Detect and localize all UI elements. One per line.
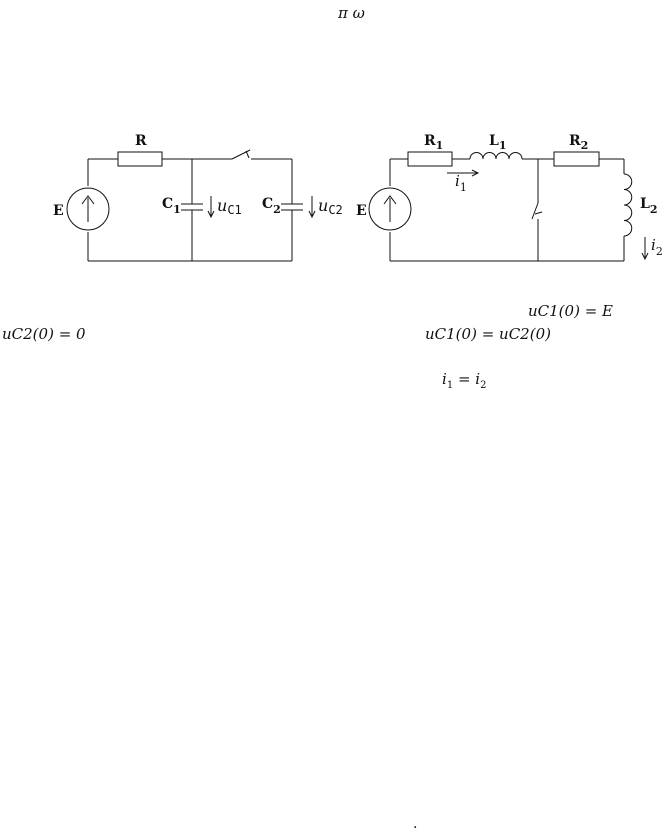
right-i1-label: i1	[455, 172, 467, 194]
right-l2-label: L2	[640, 196, 658, 216]
left-capacitor-c1	[181, 203, 203, 211]
right-i2-label: i2	[651, 236, 663, 258]
left-uc1-arrow	[207, 196, 215, 219]
left-uc1-label: uC1	[217, 196, 242, 217]
right-inductor-l2	[623, 173, 633, 237]
right-i1-sub: 1	[460, 181, 467, 194]
left-capacitor-c2	[281, 203, 303, 211]
right-resistor-r1	[407, 151, 453, 167]
left-circuit-wires	[87, 158, 293, 262]
left-uc2-arrow	[308, 196, 316, 219]
equation-i2-sub: 2	[480, 380, 487, 391]
left-source-label: E	[53, 203, 64, 219]
right-r1-label: R1	[424, 133, 443, 152]
left-c2-label: C2	[262, 196, 281, 216]
left-source-e	[66, 187, 110, 231]
left-uc2-sub: C2	[328, 203, 342, 217]
right-inductor-l1	[469, 152, 523, 160]
equation-uc1-equals-e: uC1(0) = E	[528, 302, 613, 320]
right-r1-sub: 1	[436, 139, 444, 152]
right-l2-sub: 2	[650, 203, 658, 216]
right-source-label: E	[356, 203, 367, 219]
footer-dot: .	[413, 816, 418, 832]
right-resistor-r2	[553, 151, 600, 167]
left-uc2-label: uC2	[318, 196, 343, 217]
equation-i1-equals-i2: i1 = i2	[442, 370, 487, 391]
left-uc1-sub: C1	[227, 203, 241, 217]
left-resistor-r	[117, 151, 163, 167]
right-circuit-wires	[389, 158, 625, 262]
left-c2-sub: 2	[273, 203, 281, 216]
equation-uc2-zero: uC2(0) = 0	[2, 325, 86, 343]
right-switch	[531, 202, 543, 220]
right-r2-sub: 2	[581, 139, 589, 152]
left-c1-label: C1	[162, 196, 181, 216]
right-i2-arrow	[641, 237, 649, 261]
right-l1-label: L1	[489, 133, 507, 152]
header-symbols: π ω	[338, 4, 365, 22]
right-r2-label: R2	[569, 133, 588, 152]
right-l1-sub: 1	[499, 139, 507, 152]
right-source-e	[368, 187, 412, 231]
left-switch	[231, 149, 251, 160]
left-c1-sub: 1	[173, 203, 181, 216]
right-i1-arrow	[447, 169, 480, 177]
equation-i1-sub: 1	[446, 380, 454, 391]
right-i2-sub: 2	[656, 245, 663, 258]
equation-uc1-equals-uc2: uC1(0) = uC2(0)	[425, 325, 551, 343]
left-resistor-label: R	[135, 133, 147, 149]
